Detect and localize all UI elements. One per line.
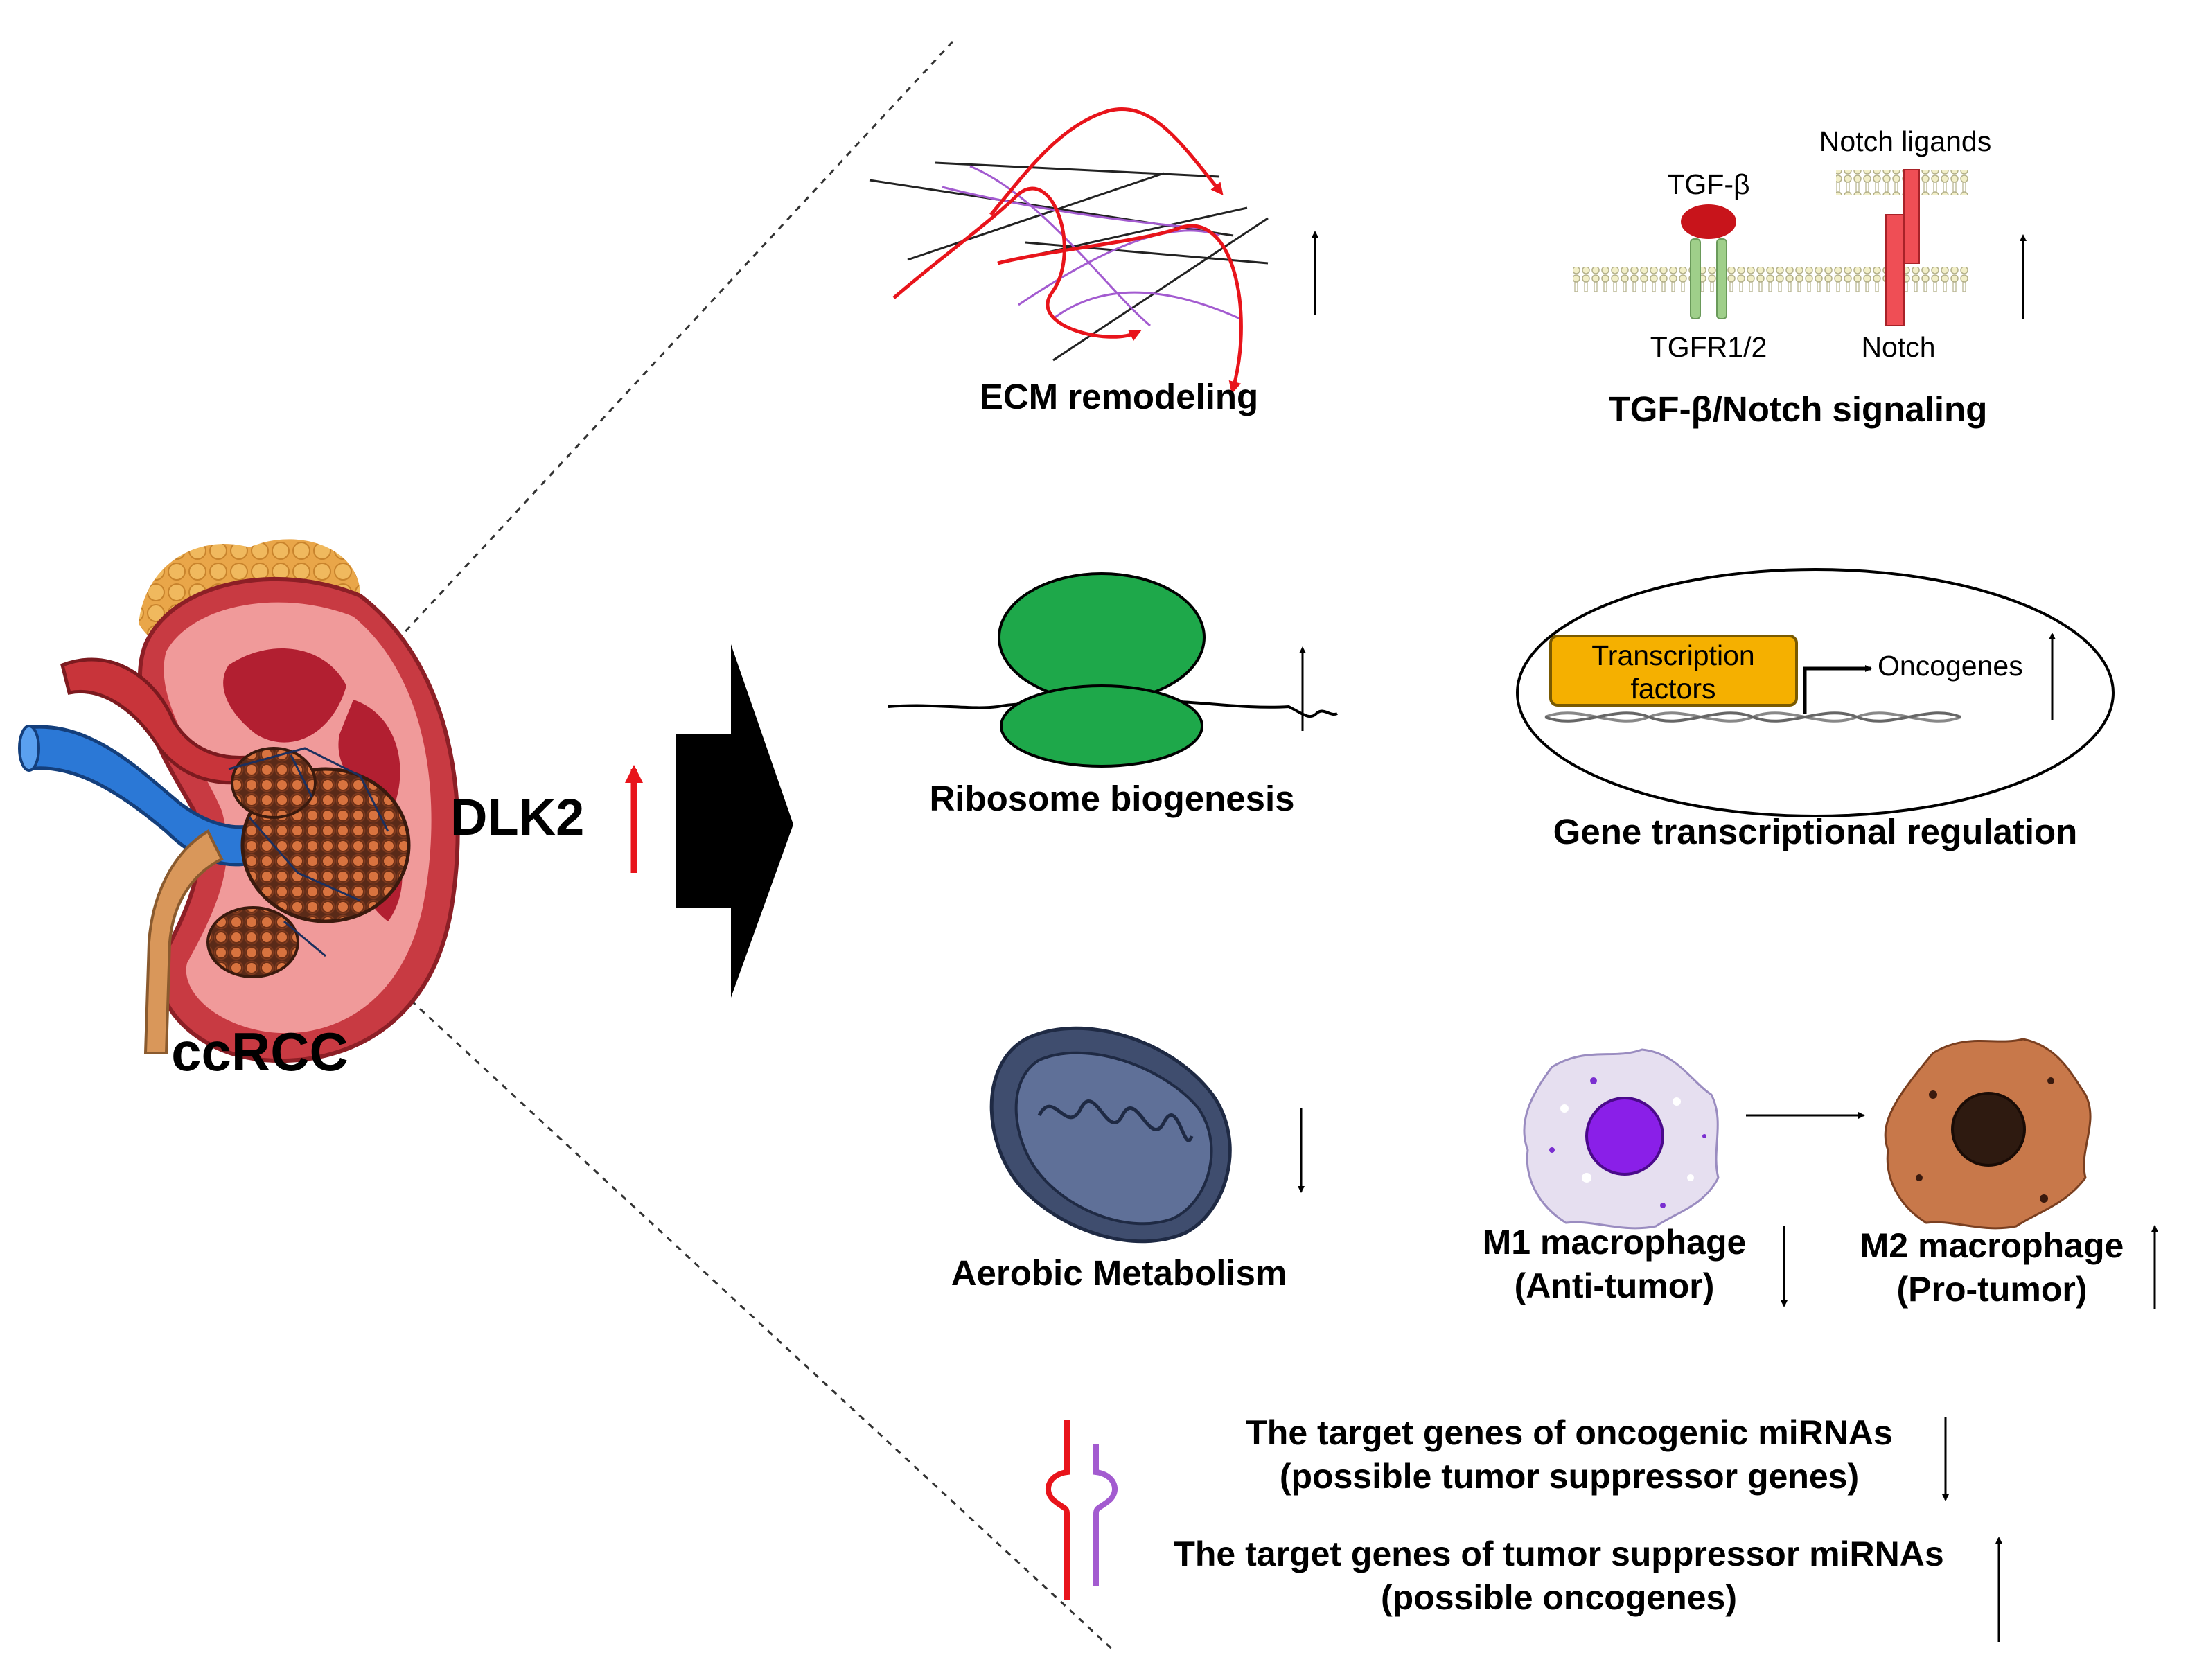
zoom-line-bottom [373, 965, 1117, 1654]
kidney-illustration [18, 539, 460, 1063]
tf-label-line1: Transcription [1591, 639, 1754, 671]
zoom-line-top [373, 40, 954, 666]
tf-label-line2: factors [1630, 673, 1715, 705]
aerobic-label: Aerobic Metabolism [951, 1253, 1287, 1293]
tgf-notch-illustration [1573, 169, 1968, 326]
supp-targets-line1: The target genes of tumor suppressor miR… [1174, 1535, 1943, 1573]
cell-membrane-upper [1836, 170, 1968, 195]
big-black-arrow [676, 644, 793, 998]
promoter-arrow [1803, 665, 1872, 714]
ecm-label: ECM remodeling [980, 377, 1258, 416]
mirna-duplex-icon [1045, 1420, 1118, 1600]
notch-label: Notch [1861, 331, 1935, 363]
ureter [143, 829, 224, 1054]
notch-ligand-icon [1903, 169, 1920, 264]
tumor-vasculature [228, 747, 389, 957]
ribosome-label: Ribosome biogenesis [929, 779, 1294, 818]
notch-receptor-icon [1885, 214, 1905, 326]
cell-membrane-lower [1573, 267, 1968, 292]
tumor-mass-lower [206, 906, 299, 978]
ccrcc-label: ccRCC [171, 1021, 349, 1082]
tgf-notch-label: TGF-β/Notch signaling [1609, 389, 1988, 429]
nucleus-outline [1516, 568, 2115, 817]
tgf-receptor-left [1690, 238, 1701, 319]
m2-label-line1: M2 macrophage [1860, 1226, 2124, 1265]
dna-helix [1544, 711, 1961, 723]
tgfr-label: TGFR1/2 [1650, 331, 1767, 363]
m1-label-line1: M1 macrophage [1483, 1223, 1747, 1262]
ecm-fibers [869, 107, 1269, 394]
tgf-ligand-icon [1681, 204, 1736, 239]
vein-opening [18, 725, 40, 772]
m2-macrophage-icon [1884, 1038, 2092, 1230]
tumor-mass-small [231, 747, 317, 819]
onco-targets-line2: (possible tumor suppressor genes) [1280, 1457, 1859, 1496]
m1-label-line2: (Anti-tumor) [1515, 1266, 1715, 1305]
gene-regulation-label: Gene transcriptional regulation [1553, 812, 2078, 851]
ribosome-large-subunit [998, 572, 1206, 702]
notch-ligands-label: Notch ligands [1819, 125, 1991, 157]
m1-macrophage-icon [1523, 1048, 1720, 1230]
dlk2-label: DLK2 [450, 788, 584, 846]
m2-label-line2: (Pro-tumor) [1897, 1270, 2088, 1309]
ribosome-small-subunit [1000, 684, 1203, 768]
renal-pyramid-1 [223, 648, 346, 743]
mitochondrion-icon [989, 1026, 1232, 1244]
oncogenes-label: Oncogenes [1878, 650, 2023, 682]
transcription-factors-box [1549, 635, 1798, 707]
tgf-beta-label: TGF-β [1667, 168, 1749, 200]
supp-targets-line2: (possible oncogenes) [1381, 1578, 1737, 1617]
tgf-receptor-right [1716, 238, 1727, 319]
onco-targets-line1: The target genes of oncogenic miRNAs [1246, 1413, 1892, 1452]
